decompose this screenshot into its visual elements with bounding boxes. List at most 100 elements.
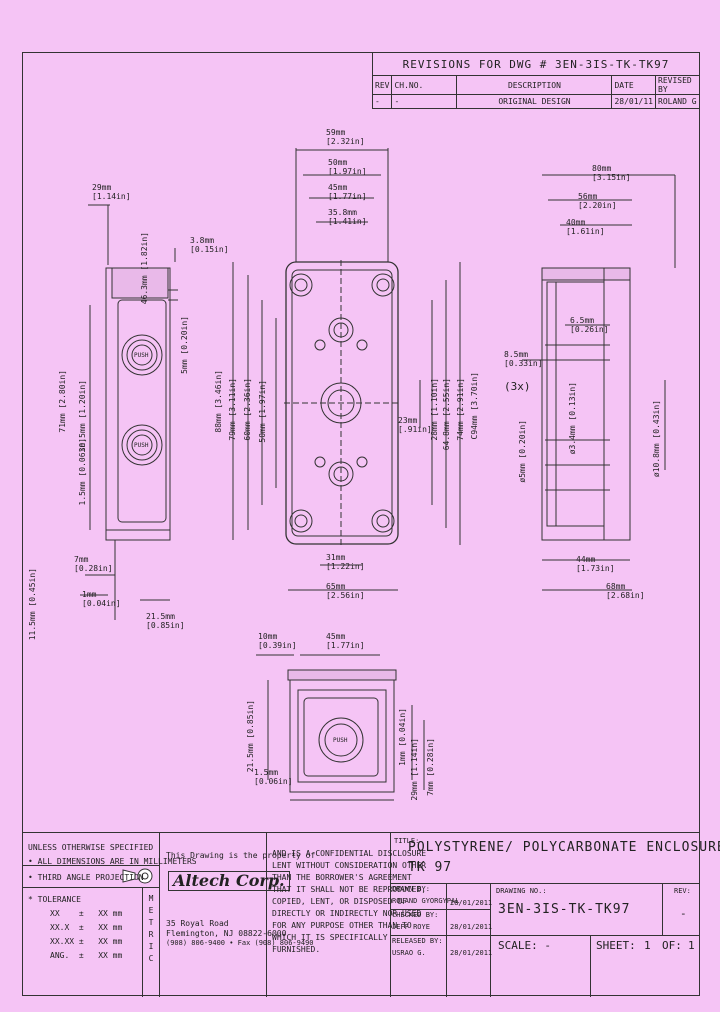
front-width-top: 59mm[2.32in] <box>326 128 365 146</box>
conf-9: FURNISHED. <box>272 945 321 954</box>
front-width-3: 45mm[1.77in] <box>328 183 367 201</box>
of-value: 1 <box>688 939 695 952</box>
address-3: (908) 806-9400 • Fax (908) 806-9490 <box>166 939 314 947</box>
left-dim-top2: 46.3mm [1.82in] <box>140 232 149 305</box>
left-dim-b2: 11.5mm [0.45in] <box>28 568 37 641</box>
right-w4: 6.5mm[0.26in] <box>570 316 609 334</box>
left-dim-top3: 3.8mm[0.15in] <box>190 236 229 254</box>
right-w2: 56mm[2.20in] <box>578 192 617 210</box>
property-text: This Drawing is the property of <box>166 851 316 860</box>
released-name: USRAO G. <box>392 949 426 957</box>
front-height-4: 50mm [1.97in] <box>258 380 267 443</box>
spec-1: • ALL DIMENSIONS ARE IN MILLIMETERS <box>28 857 197 866</box>
front-right-3: 74mm [2.91in] <box>456 378 465 441</box>
right-w1: 80mm[3.15in] <box>592 164 631 182</box>
checked-label: CHECKED BY: <box>392 911 439 919</box>
front-right-2: 64.8mm [2.55in] <box>442 378 451 451</box>
drawing-no-label: DRAWING NO.: <box>496 887 547 895</box>
conf-7: FOR ANY PURPOSE OTHER THAN TO <box>272 921 412 930</box>
bottom-left2: 1.5mm[0.06in] <box>254 768 293 786</box>
company-logo: Altech Corp. <box>168 871 290 891</box>
released-label: RELEASED BY: <box>392 937 443 945</box>
bottom-left1: 21.5mm [0.85in] <box>246 700 255 773</box>
front-width-4: 35.8mm[1.41in] <box>328 208 367 226</box>
right-side-view <box>522 174 676 591</box>
bottom-top2: 45mm[1.77in] <box>326 632 365 650</box>
left-dim-b1: 7mm[0.28in] <box>74 555 113 573</box>
right-bot1: 44mm[1.73in] <box>576 555 615 573</box>
bottom-r2: 29mm [1.14in] <box>410 738 419 801</box>
released-date: 28/01/2011 <box>450 949 493 957</box>
conf-5: COPIED, LENT, OR DISPOSED OF <box>272 897 407 906</box>
rev-value: - <box>680 907 687 920</box>
right-w5: 8.5mm[0.33in] <box>504 350 543 368</box>
revised-by-cell: ROLAND G <box>655 94 700 109</box>
knob-label: PUSH <box>134 352 149 359</box>
front-center: 23mm[.91in] <box>398 416 432 434</box>
conf-3: THAN THE BORROWER'S AGREEMENT <box>272 873 412 882</box>
title-block: UNLESS OTHERWISE SPECIFIED • ALL DIMENSI… <box>22 832 720 997</box>
address-2: Flemington, NJ 08822-6000 <box>166 929 287 938</box>
right-d2: ø5mm [0.20in] <box>518 420 527 483</box>
checked-date: 28/01/2011 <box>450 923 493 931</box>
rev-cell: - <box>371 94 393 109</box>
bottom-view <box>256 654 425 801</box>
front-bottom-1: 31mm[1.22in] <box>326 553 365 571</box>
bottom-r3: 7mm [0.28in] <box>426 738 435 796</box>
title-label: TITLE: <box>394 837 420 845</box>
spec-header: UNLESS OTHERWISE SPECIFIED <box>28 843 154 852</box>
scale-label: SCALE: - <box>498 939 551 952</box>
left-dim-side1: 5mm [0.20in] <box>180 316 189 374</box>
drawing-title-2: TK 97 <box>408 860 453 875</box>
drawing-title-1: POLYSTYRENE/ POLYCARBONATE ENCLOSURE <box>408 840 720 855</box>
spec-2: • THIRD ANGLE PROJECTION <box>28 873 144 882</box>
drawn-date: 28/01/2011 <box>450 899 493 907</box>
drawing-frame <box>22 52 700 996</box>
right-note: (3x) <box>504 380 531 393</box>
description-cell: ORIGINAL DESIGN <box>456 94 613 109</box>
projection-symbol <box>122 868 153 884</box>
left-dim-height: 71mm [2.80in] <box>58 370 67 433</box>
chno-cell: - <box>391 94 458 109</box>
address-1: 35 Royal Road <box>166 919 229 928</box>
knob-label: PUSH <box>134 442 149 449</box>
revisions-table: REVISIONS FOR DWG # 3EN-3IS-TK-TK97 REV … <box>371 52 700 109</box>
conf-8: WHICH IT IS SPECIFICALLY <box>272 933 388 942</box>
right-d1: ø3.4mm [0.13in] <box>568 382 577 455</box>
sheet-value: 1 <box>644 939 651 952</box>
front-height-2: 79mm [3.11in] <box>228 378 237 441</box>
sheet-label: SHEET: <box>596 939 636 952</box>
drawing-number: 3EN-3IS-TK-TK97 <box>498 902 631 917</box>
left-dim-b3: 1mm[0.04in] <box>82 590 121 608</box>
metric-label: M E T R I C <box>148 894 154 963</box>
drawn-name: ROLAND GYORGYPAL <box>392 897 460 905</box>
right-w3: 40mm[1.61in] <box>566 218 605 236</box>
tolerance-label: * TOLERANCE <box>28 895 81 904</box>
right-bot2: 68mm[2.68in] <box>606 582 645 600</box>
of-label: OF: <box>662 939 682 952</box>
front-width-2: 50mm[1.97in] <box>328 158 367 176</box>
conf-1: AND IS A CONFIDENTIAL DISCLOSURE <box>272 849 427 858</box>
rev-label: REV: <box>674 887 691 895</box>
knob-label: PUSH <box>333 737 348 744</box>
front-height-outer: 88mm [3.46in] <box>214 370 223 433</box>
tolerance-row: XX ± XX mm <box>50 909 123 918</box>
left-dim-small: 1.5mm [0.06in] <box>78 438 87 506</box>
conf-6: DIRECTLY OR INDIRECTLY NOR USED <box>272 909 422 918</box>
drawn-label: DRAWN BY: <box>392 885 430 893</box>
left-dim-top: 29mm[1.14in] <box>92 183 131 201</box>
front-bottom-2: 65mm[2.56in] <box>326 582 365 600</box>
bottom-top1: 10mm[0.39in] <box>258 632 297 650</box>
right-d3: ø10.8mm [0.43in] <box>652 400 661 478</box>
left-dim-b4: 21.5mm[0.85in] <box>146 612 185 630</box>
left-side-view <box>80 204 178 620</box>
front-height-3: 60mm [2.36in] <box>243 378 252 441</box>
bottom-r1: 1mm [0.04in] <box>398 708 407 766</box>
tolerance-row: XX.XX ± XX mm <box>50 937 123 946</box>
tolerance-row: XX.X ± XX mm <box>50 923 123 932</box>
tolerance-row: ANG. ± XX mm <box>50 951 123 960</box>
conf-2: LENT WITHOUT CONSIDERATION OTHER <box>272 861 427 870</box>
front-right-4: C94mm [3.70in] <box>470 372 479 440</box>
checked-name: JEFF ROYE <box>392 923 430 931</box>
